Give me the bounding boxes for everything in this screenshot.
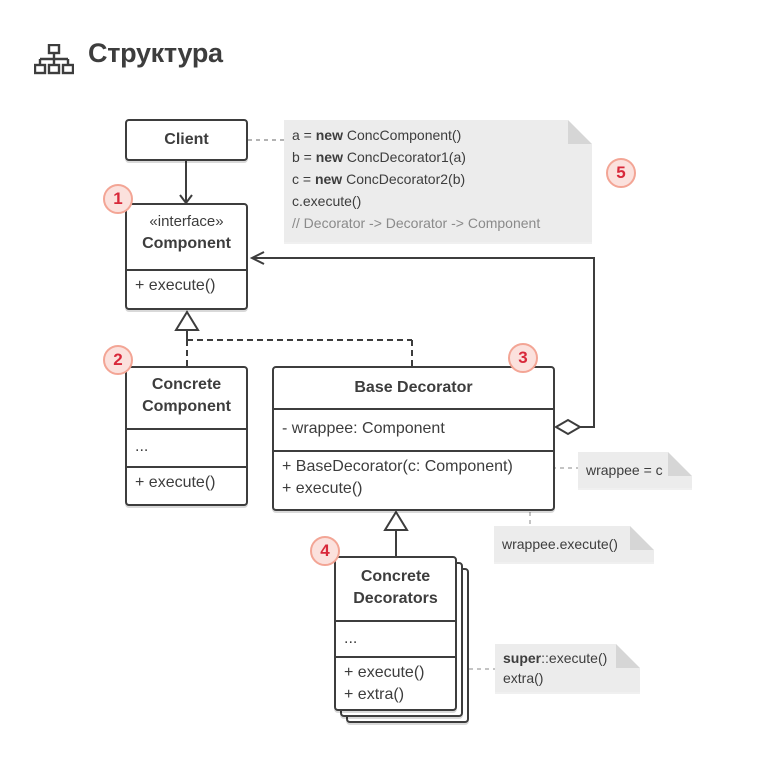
client-code-note: a = new ConcComponent() b = new ConcDeco… <box>284 120 592 242</box>
concrete-decorators-name-2: Decorators <box>353 590 438 607</box>
component-name: Component <box>142 235 231 252</box>
note-line-call: c.execute() <box>292 193 362 209</box>
concrete-component-method: + execute() <box>135 474 216 491</box>
component-method: + execute() <box>135 277 216 294</box>
badge-2: 2 <box>103 345 133 375</box>
code-text: ConcComponent() <box>342 127 462 143</box>
wrappee-assign-note: wrappee = c <box>578 452 692 488</box>
concrete-decorators-methods: + execute() + extra() <box>336 656 455 709</box>
code-text: a = <box>292 127 316 143</box>
code-keyword: new <box>315 149 343 165</box>
note-line-b: b = new ConcDecorator1(a) <box>292 146 584 168</box>
wrappee-assign-text: wrappee = c <box>586 462 663 478</box>
base-decorator-fields: - wrappee: Component <box>274 408 553 450</box>
note-fold <box>630 526 654 550</box>
component-stereotype: «interface» <box>149 213 224 230</box>
code-keyword: new <box>315 127 343 143</box>
component-interface: «interface» Component + execute() <box>125 203 248 310</box>
note-fold <box>568 120 592 144</box>
concrete-component-header: Concrete Component <box>127 368 246 428</box>
super-execute-line: super::execute() <box>503 648 632 668</box>
code-text: b = <box>292 149 316 165</box>
extra-line: extra() <box>503 670 544 686</box>
base-decorator-header: Base Decorator <box>274 368 553 408</box>
base-decorator-name: Base Decorator <box>354 379 473 396</box>
page-title: Структура <box>88 38 223 68</box>
note-line-comment: // Decorator -> Decorator -> Component <box>292 215 541 231</box>
note-line-c: c = new ConcDecorator2(b) <box>292 168 584 190</box>
client-name: Client <box>164 131 209 148</box>
wrappee-execute-note: wrappee.execute() <box>494 526 654 562</box>
note-fold <box>668 452 692 476</box>
note-line-a: a = new ConcComponent() <box>292 124 584 146</box>
super-keyword: super <box>503 650 542 666</box>
concrete-component-class: Concrete Component ... + execute() <box>125 366 248 506</box>
concrete-component-name-2: Component <box>142 398 231 415</box>
concrete-component-name-1: Concrete <box>151 376 222 393</box>
concrete-decorators-class: Concrete Decorators ... + execute() + ex… <box>334 556 457 711</box>
wrappee-execute-text: wrappee.execute() <box>502 536 618 552</box>
concrete-component-field: ... <box>135 438 149 455</box>
code-keyword: new <box>314 171 343 187</box>
concrete-decorators-name-1: Concrete <box>360 568 431 585</box>
badge-4: 4 <box>310 536 340 566</box>
concrete-decorators-method: + execute() <box>344 664 425 681</box>
concrete-component-fields: ... <box>127 428 246 466</box>
concrete-component-methods: + execute() <box>127 466 246 498</box>
component-header: «interface» Component <box>127 205 246 269</box>
super-rest: ::execute() <box>541 650 608 666</box>
code-text: ConcDecorator2(b) <box>342 171 466 187</box>
code-text: ConcDecorator1(a) <box>342 149 466 165</box>
concrete-decorators-extra: + extra() <box>344 686 405 703</box>
base-decorator-class: Base Decorator - wrappee: Component + Ba… <box>272 366 555 511</box>
badge-1: 1 <box>103 184 133 214</box>
base-decorator-constructor: + BaseDecorator(c: Component) <box>282 458 513 475</box>
note-fold <box>616 644 640 668</box>
hierarchy-icon <box>33 43 75 81</box>
base-decorator-method: + execute() <box>282 480 363 497</box>
concrete-decorators-header: Concrete Decorators <box>336 558 455 620</box>
badge-3: 3 <box>508 343 538 373</box>
concrete-decorators-fields: ... <box>336 620 455 656</box>
super-execute-note: super::execute() extra() <box>495 644 640 692</box>
component-methods: + execute() <box>127 269 246 301</box>
base-decorator-methods: + BaseDecorator(c: Component) + execute(… <box>274 450 553 504</box>
concrete-decorators-field: ... <box>344 630 358 647</box>
badge-5: 5 <box>606 158 636 188</box>
client-class: Client <box>125 119 248 161</box>
code-text: c = <box>292 171 315 187</box>
base-decorator-field: - wrappee: Component <box>282 420 445 437</box>
